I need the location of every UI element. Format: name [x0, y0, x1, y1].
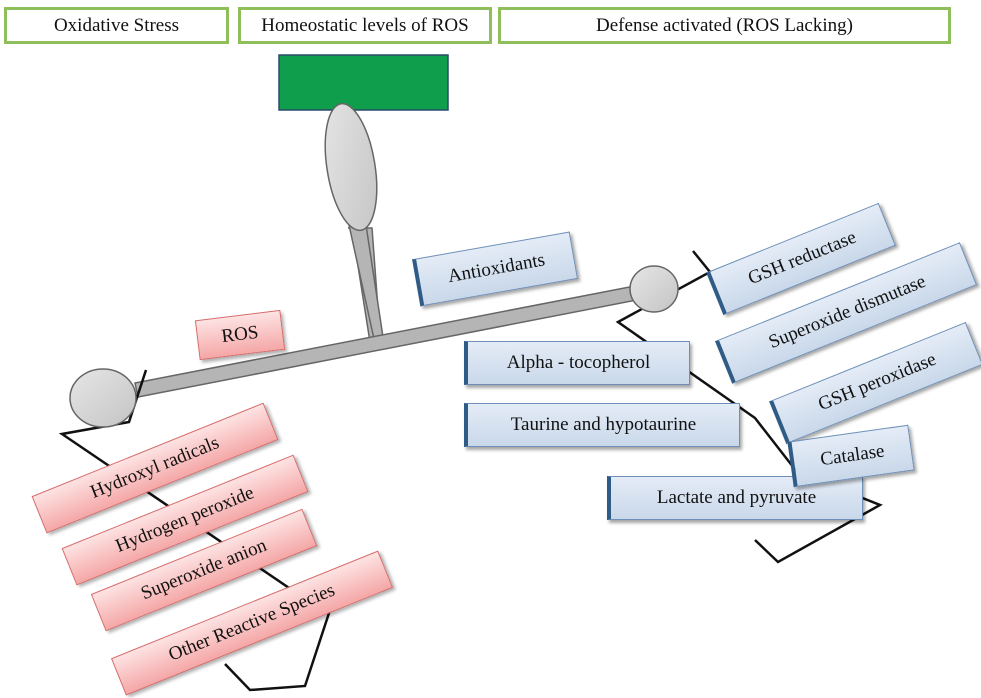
left-pan-pivot [69, 368, 137, 428]
header-homeostatic-ros: Homeostatic levels of ROS [238, 7, 492, 44]
right-pan-pivot [629, 265, 679, 313]
header-oxidative-stress: Oxidative Stress [4, 7, 229, 44]
right-pan-outline [615, 250, 883, 564]
antioxidant-taurine: Taurine and hypotaurine [464, 403, 740, 447]
header-defense-activated: Defense activated (ROS Lacking) [498, 7, 951, 44]
balance-needle [324, 102, 378, 232]
balance-indicator [278, 54, 449, 111]
balance-stem [348, 224, 384, 340]
antioxidant-alpha-tocopherol: Alpha - tocopherol [464, 341, 690, 385]
